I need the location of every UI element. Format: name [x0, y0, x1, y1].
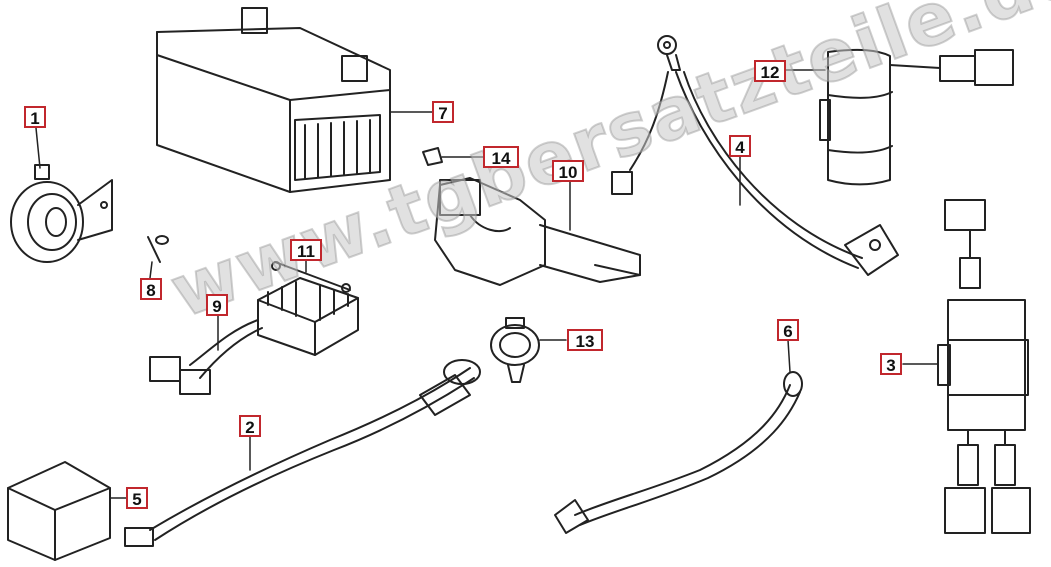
- callout-4: 4: [729, 135, 751, 157]
- relay-box: [7, 461, 111, 561]
- callout-8: 8: [140, 278, 162, 300]
- callout-12: 12: [754, 60, 786, 82]
- battery: [156, 7, 391, 193]
- callout-10: 10: [552, 160, 584, 182]
- wire-harness: [124, 359, 481, 547]
- callout-5: 5: [126, 487, 148, 509]
- callout-11: 11: [290, 239, 322, 261]
- screw: [147, 235, 169, 263]
- callout-2: 2: [239, 415, 261, 437]
- callout-7: 7: [432, 101, 454, 123]
- callout-3: 3: [880, 353, 902, 375]
- callout-1: 1: [24, 106, 46, 128]
- horn: [10, 164, 113, 263]
- cdi-unit: [434, 177, 641, 286]
- leader-lines: [35, 69, 939, 499]
- starter-relay: [819, 48, 1014, 186]
- callout-14: 14: [483, 146, 519, 168]
- battery-cable: [554, 371, 803, 534]
- regulator: [149, 277, 359, 395]
- callout-9: 9: [206, 294, 228, 316]
- callout-6: 6: [777, 319, 799, 341]
- clip: [422, 147, 443, 166]
- callout-13: 13: [567, 329, 603, 351]
- flasher: [490, 317, 540, 383]
- relay-with-harness: [937, 199, 1031, 534]
- regulator-screws: [271, 261, 351, 293]
